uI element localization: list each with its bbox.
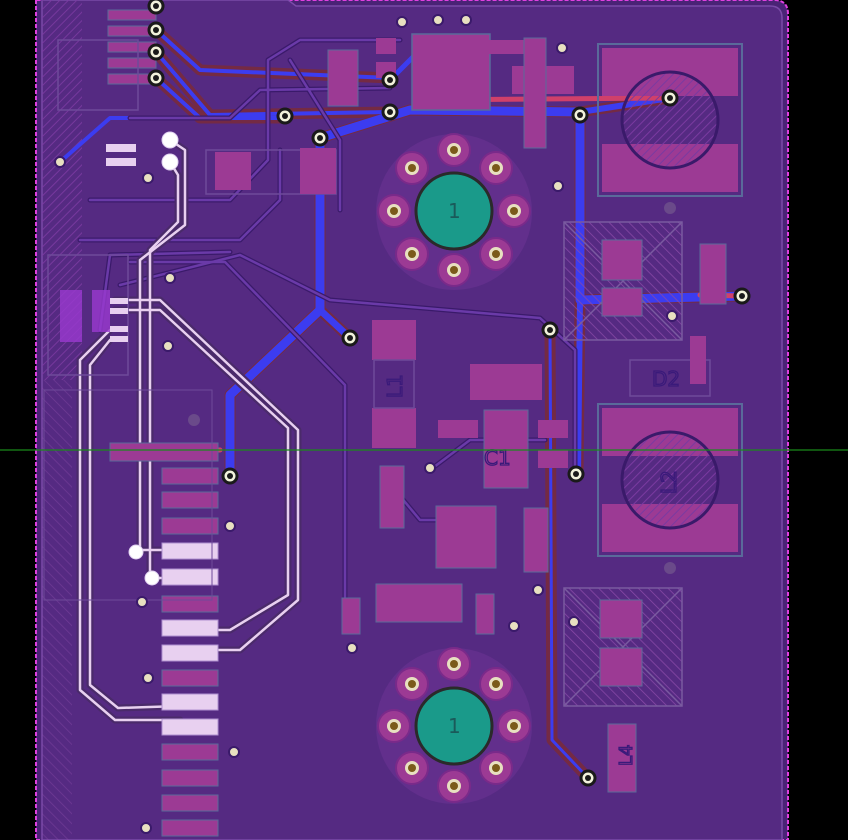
sel-trace-3[interactable] bbox=[113, 298, 300, 652]
keepout-x-lines bbox=[563, 221, 683, 707]
label-d2: D2 bbox=[652, 367, 680, 391]
trace-bottom-2[interactable] bbox=[154, 50, 392, 117]
capacitor-c1[interactable] bbox=[438, 364, 568, 489]
top-left-connector[interactable] bbox=[107, 9, 157, 85]
vias[interactable] bbox=[147, 0, 751, 787]
header-silk bbox=[43, 389, 213, 601]
inductor-l2[interactable] bbox=[597, 403, 743, 557]
soic8-ic[interactable] bbox=[327, 33, 574, 111]
inductor-l1[interactable] bbox=[597, 43, 743, 197]
test-points[interactable] bbox=[54, 14, 678, 834]
trace-bottom-1[interactable] bbox=[154, 28, 392, 80]
diode-d3[interactable] bbox=[205, 148, 337, 195]
sel-trace-1[interactable] bbox=[138, 138, 187, 552]
trace-power-top[interactable] bbox=[315, 105, 585, 143]
passives-center[interactable] bbox=[341, 37, 549, 635]
round-connector-top[interactable] bbox=[376, 133, 532, 290]
selected-traces-highlight[interactable] bbox=[78, 138, 300, 722]
fiducials bbox=[188, 202, 676, 574]
pin-1-top: 1 bbox=[448, 199, 461, 223]
label-l4: L4 bbox=[616, 745, 637, 766]
pin-1-bottom: 1 bbox=[448, 714, 461, 738]
sel-trace-5[interactable] bbox=[78, 328, 182, 722]
round-connector-bottom[interactable] bbox=[376, 647, 532, 804]
label-l1: L1 bbox=[383, 374, 407, 398]
transistor-right[interactable] bbox=[599, 239, 727, 793]
left-header-connector[interactable] bbox=[109, 442, 219, 837]
sel-trace-6[interactable] bbox=[88, 338, 182, 710]
left-small-ic[interactable] bbox=[47, 144, 136, 376]
trace-bottom-left[interactable] bbox=[58, 116, 132, 164]
left-hatch-lower bbox=[42, 380, 72, 840]
selected-vias[interactable] bbox=[128, 131, 179, 586]
diode-d2[interactable] bbox=[629, 336, 711, 397]
inductor-small-l1[interactable] bbox=[372, 320, 416, 448]
left-silk-box bbox=[57, 39, 139, 111]
label-l2: L2 bbox=[657, 470, 681, 494]
sel-trace-4[interactable] bbox=[113, 308, 290, 632]
left-header-selected-pads[interactable] bbox=[161, 542, 219, 736]
trace-power-vertical[interactable] bbox=[225, 133, 325, 483]
